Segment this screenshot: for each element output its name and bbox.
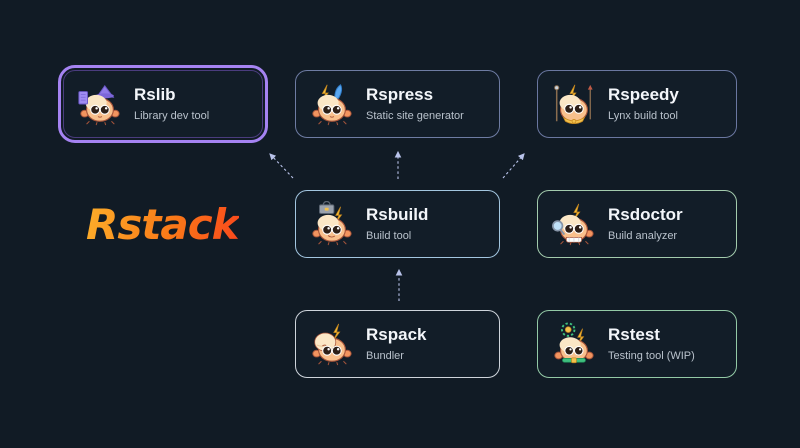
card-subtitle-rstest: Testing tool (WIP) <box>608 350 695 363</box>
card-rspeedy[interactable]: Rspeedy Lynx build tool <box>537 70 737 138</box>
card-subtitle-rspress: Static site generator <box>366 110 464 123</box>
rstest-gear-crab-mascot-icon <box>554 322 594 364</box>
rstack-logo: Rstack <box>86 200 240 249</box>
rslib-wizard-crab-mascot-icon <box>78 84 120 126</box>
rspress-quill-crab-mascot-icon <box>312 84 352 126</box>
card-rsbuild[interactable]: Rsbuild Build tool <box>295 190 500 258</box>
card-subtitle-rslib: Library dev tool <box>134 110 210 123</box>
rspack-crab-mascot-icon <box>312 323 352 366</box>
arrow-rsbuild-to-rspeedy <box>502 153 525 179</box>
rsbuild-toolbox-crab-mascot-icon <box>312 201 352 246</box>
card-subtitle-rsbuild: Build tool <box>366 230 412 243</box>
card-title-rsbuild: Rsbuild <box>366 204 429 224</box>
card-rstest[interactable]: Rstest Testing tool (WIP) <box>537 310 737 378</box>
card-title-rslib: Rslib <box>134 84 176 104</box>
card-subtitle-rsdoctor: Build analyzer <box>608 230 678 243</box>
card-rspress[interactable]: Rspress Static site generator <box>295 70 500 138</box>
card-subtitle-rspack: Bundler <box>366 350 404 363</box>
card-title-rspress: Rspress <box>366 84 434 104</box>
card-rslib[interactable]: Rslib Library dev tool <box>58 65 268 143</box>
card-rspack[interactable]: Rspack Bundler <box>295 310 500 378</box>
card-rsdoctor[interactable]: Rsdoctor Build analyzer <box>537 190 737 258</box>
arrow-rsbuild-to-rslib <box>269 153 294 179</box>
card-title-rspack: Rspack <box>366 324 427 344</box>
rsdoctor-magnifier-crab-mascot-icon <box>552 203 594 246</box>
card-subtitle-rspeedy: Lynx build tool <box>608 110 678 123</box>
rspeedy-necklace-crab-mascot-icon <box>554 84 593 125</box>
card-title-rsdoctor: Rsdoctor <box>608 204 683 224</box>
card-title-rspeedy: Rspeedy <box>608 84 679 104</box>
card-title-rstest: Rstest <box>608 324 660 344</box>
